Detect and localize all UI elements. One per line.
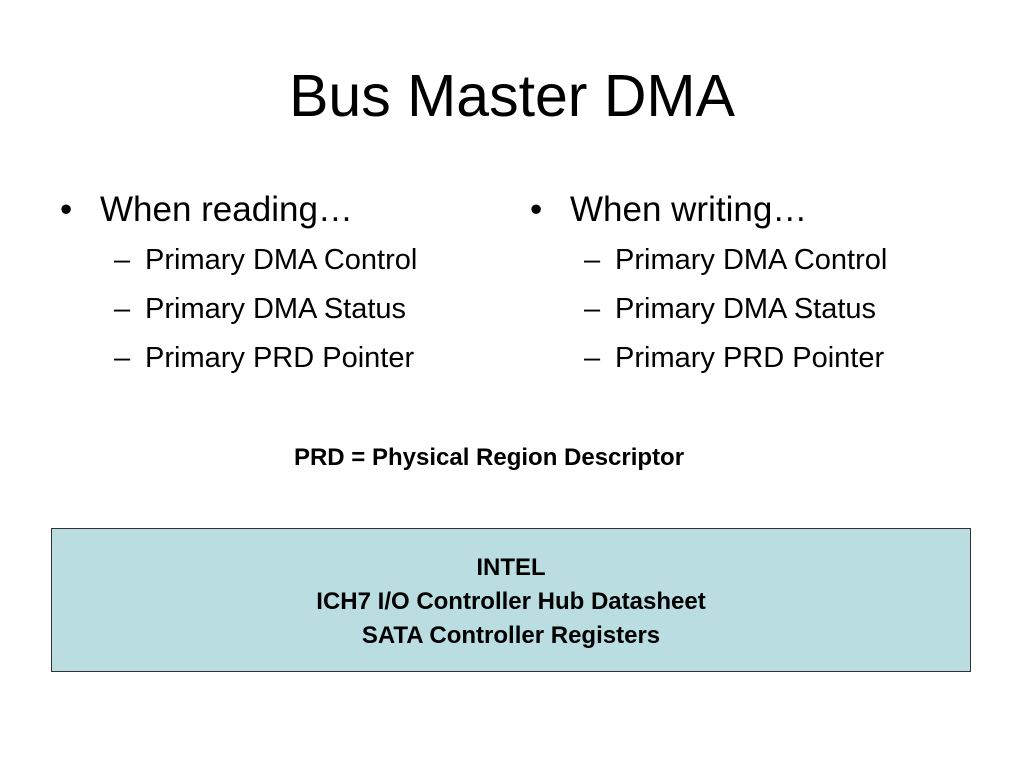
dash-icon: – (114, 244, 131, 276)
reference-section: SATA Controller Registers (361, 622, 661, 649)
bullet-dot-icon: • (60, 190, 73, 229)
writing-heading: When writing… (570, 190, 808, 229)
list-item-text: Primary DMA Control (615, 244, 888, 276)
reading-heading: When reading… (100, 190, 353, 229)
writing-bullet: • When writing… (530, 184, 970, 236)
dash-icon: – (584, 293, 601, 325)
list-item: – Primary DMA Status (530, 285, 970, 334)
list-item-text: Primary PRD Pointer (615, 342, 885, 374)
list-item-text: Primary DMA Control (145, 244, 418, 276)
dash-icon: – (114, 342, 131, 374)
reading-column: • When reading… – Primary DMA Control – … (60, 184, 500, 383)
list-item-text: Primary DMA Status (145, 293, 407, 325)
prd-definition-note: PRD = Physical Region Descriptor (293, 444, 685, 471)
list-item: – Primary PRD Pointer (60, 334, 500, 383)
slide-title: Bus Master DMA (289, 63, 735, 129)
dash-icon: – (584, 244, 601, 276)
list-item: – Primary DMA Control (60, 236, 500, 285)
reference-vendor: INTEL (476, 554, 546, 581)
dash-icon: – (584, 342, 601, 374)
list-item: – Primary DMA Status (60, 285, 500, 334)
reference-box: INTEL ICH7 I/O Controller Hub Datasheet … (51, 528, 971, 672)
list-item: – Primary DMA Control (530, 236, 970, 285)
list-item-text: Primary PRD Pointer (145, 342, 415, 374)
dash-icon: – (114, 293, 131, 325)
reference-document: ICH7 I/O Controller Hub Datasheet (316, 588, 706, 615)
list-item-text: Primary DMA Status (615, 293, 877, 325)
list-item: – Primary PRD Pointer (530, 334, 970, 383)
bullet-dot-icon: • (530, 190, 543, 229)
reading-bullet: • When reading… (60, 184, 500, 236)
writing-column: • When writing… – Primary DMA Control – … (530, 184, 970, 383)
